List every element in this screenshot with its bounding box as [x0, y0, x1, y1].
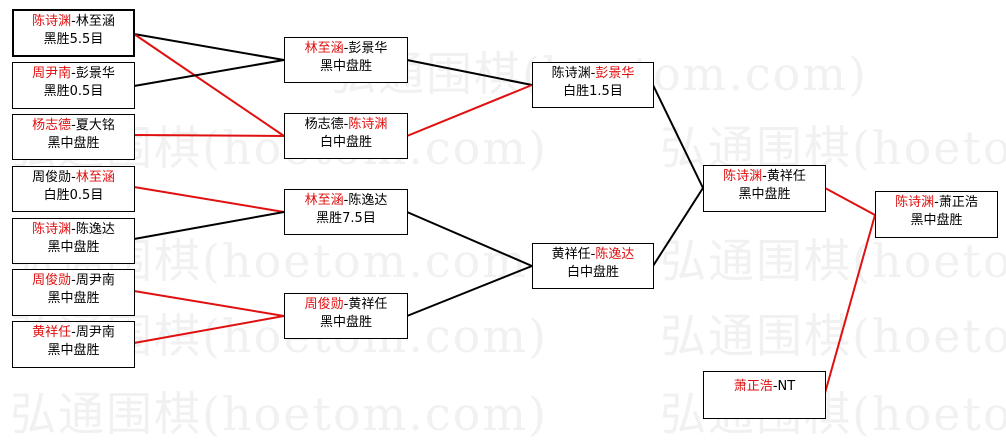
player-winner: 杨志德 [32, 118, 72, 133]
player-loser: 黄祥任 [551, 247, 591, 262]
match-result: 黑中盘胜 [47, 136, 100, 151]
player-loser: 黄祥任 [766, 169, 806, 184]
match-players: 林至涵-陈逸达 [304, 193, 388, 208]
match-result: 白中盘胜 [319, 135, 372, 150]
match-result: 黑中盘胜 [47, 343, 100, 358]
match-players: 周尹南-彭景华 [32, 66, 115, 81]
match-result: 白胜1.5目 [563, 84, 623, 99]
match-players: 陈诗渊-林至涵 [32, 14, 115, 29]
player-winner: 周尹南 [32, 66, 72, 81]
match-box-r1-7: 黄祥任-周尹南 黑中盘胜 [12, 321, 135, 368]
match-players: 杨志德-陈诗渊 [304, 117, 388, 132]
connector-line [133, 33, 285, 137]
connector-line [824, 214, 876, 394]
connector-line [133, 134, 285, 137]
match-result: 黑胜0.5目 [43, 84, 104, 99]
player-winner: 周俊勋 [32, 273, 72, 288]
match-box-r1-4: 周俊勋-林至涵 白胜0.5目 [12, 166, 135, 212]
match-result: 黑胜5.5目 [43, 32, 104, 47]
match-box-r1-6: 周俊勋-周尹南 黑中盘胜 [12, 269, 135, 316]
match-result: 黑中盘胜 [47, 240, 100, 255]
connector-line [133, 315, 285, 344]
player-loser: 彭景华 [75, 66, 115, 81]
match-box-r1-5: 陈诗渊-陈逸达 黑中盘胜 [12, 218, 135, 264]
player-loser: 林至涵 [75, 14, 115, 29]
match-result: 黑中盘胜 [319, 59, 372, 74]
player-loser: NT [777, 379, 796, 394]
connector-line [406, 59, 533, 86]
connector-line [652, 187, 704, 267]
match-box-r2-4: 周俊勋-黄祥任 黑中盘胜 [284, 293, 408, 339]
match-result: 白中盘胜 [566, 265, 619, 280]
match-box-r2-2: 杨志德-陈诗渊 白中盘胜 [284, 113, 408, 159]
player-winner: 林至涵 [304, 193, 344, 208]
player-winner: 陈诗渊 [895, 195, 935, 210]
match-players: 陈诗渊-黄祥任 [723, 169, 806, 184]
player-loser: 陈逸达 [348, 193, 388, 208]
player-winner: 周俊勋 [304, 297, 344, 312]
match-players: 陈诗渊-陈逸达 [32, 222, 115, 237]
match-box-r1-2: 周尹南-彭景华 黑胜0.5目 [12, 62, 135, 109]
player-winner: 萧正浩 [733, 379, 773, 394]
match-players: 黄祥任-周尹南 [32, 325, 115, 340]
connector-line [406, 84, 533, 137]
match-box-r1-3: 杨志德-夏大铭 黑中盘胜 [12, 114, 135, 160]
player-winner: 陈逸达 [595, 247, 635, 262]
player-loser: 周俊勋 [32, 170, 72, 185]
match-box-r4-1: 陈诗渊-黄祥任 黑中盘胜 [703, 165, 826, 212]
match-result: 黑中盘胜 [319, 315, 372, 330]
player-loser: 周尹南 [75, 325, 115, 340]
match-players: 周俊勋-黄祥任 [304, 297, 388, 312]
player-winner: 彭景华 [595, 66, 635, 81]
match-box-r2-3: 林至涵-陈逸达 黑胜7.5目 [284, 189, 408, 235]
player-winner: 林至涵 [75, 170, 115, 185]
connector-line [133, 59, 285, 87]
connector-line [406, 265, 533, 317]
player-loser: 陈逸达 [75, 222, 115, 237]
connector-line [133, 290, 285, 317]
match-players: 陈诗渊-萧正浩 [895, 195, 978, 210]
match-box-r2-1: 林至涵-彭景华 黑中盘胜 [284, 37, 408, 83]
match-players: 黄祥任-陈逸达 [551, 247, 635, 262]
player-winner: 黄祥任 [32, 325, 72, 340]
match-result: 黑胜7.5目 [316, 211, 376, 226]
connector-line [824, 187, 876, 216]
match-result: 黑中盘胜 [738, 187, 791, 202]
match-players: 周俊勋-周尹南 [32, 273, 115, 288]
player-loser: 杨志德 [304, 117, 344, 132]
connector-line [652, 84, 704, 189]
player-loser: 黄祥任 [348, 297, 388, 312]
match-result: 白胜0.5目 [43, 188, 104, 203]
player-winner: 陈诗渊 [348, 117, 388, 132]
bracket-connectors [133, 33, 876, 394]
match-result: 黑中盘胜 [910, 213, 963, 228]
player-winner: 陈诗渊 [723, 169, 763, 184]
player-winner: 陈诗渊 [32, 222, 72, 237]
player-winner: 陈诗渊 [32, 14, 72, 29]
connector-line [406, 211, 533, 267]
connector-line [133, 211, 285, 240]
match-players: 陈诗渊-彭景华 [551, 66, 635, 81]
player-loser: 夏大铭 [75, 118, 115, 133]
match-result: 黑中盘胜 [47, 291, 100, 306]
player-loser: 萧正浩 [938, 195, 978, 210]
match-players: 杨志德-夏大铭 [32, 118, 115, 133]
match-players: 周俊勋-林至涵 [32, 170, 115, 185]
match-players: 林至涵-彭景华 [304, 41, 388, 56]
player-winner: 林至涵 [304, 41, 344, 56]
match-players: 萧正浩-NT [733, 379, 796, 394]
match-box-r1-1: 陈诗渊-林至涵 黑胜5.5目 [12, 9, 135, 57]
match-box-r3-1: 陈诗渊-彭景华 白胜1.5目 [532, 62, 654, 108]
player-loser: 彭景华 [348, 41, 388, 56]
connector-line [133, 186, 285, 213]
match-box-r3-2: 黄祥任-陈逸达 白中盘胜 [532, 243, 654, 289]
connector-line [133, 33, 285, 61]
player-loser: 陈诗渊 [551, 66, 591, 81]
match-box-final: 陈诗渊-萧正浩 黑中盘胜 [875, 191, 998, 238]
player-loser: 周尹南 [75, 273, 115, 288]
match-box-r4-2: 萧正浩-NT [703, 371, 826, 419]
